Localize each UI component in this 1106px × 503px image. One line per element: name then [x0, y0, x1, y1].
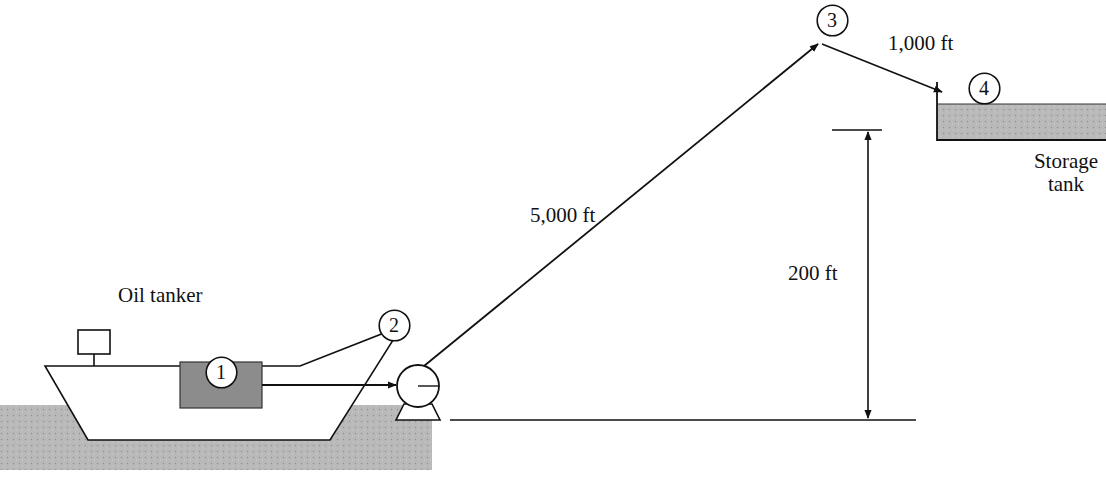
- ship-hull: [45, 326, 402, 440]
- tank-oil: [937, 104, 1106, 140]
- ship-bridge: [78, 330, 110, 354]
- suction-pipe: [262, 384, 396, 386]
- tank-label: Storage tank: [1030, 150, 1102, 196]
- callout-number: 4: [979, 78, 989, 98]
- dimension-line: [832, 129, 882, 131]
- callout-number: 3: [827, 10, 837, 30]
- callout-circle: 1: [205, 356, 238, 389]
- height-label: 200 ft: [788, 262, 838, 285]
- callout-circle: 4: [968, 72, 1001, 105]
- pump: [397, 365, 439, 407]
- datum-line: [450, 419, 916, 421]
- callout-number: 2: [389, 315, 399, 335]
- callout-circle: 3: [816, 4, 849, 37]
- length-label: 1,000 ft: [888, 32, 953, 55]
- rising-pipe: [424, 44, 818, 366]
- dimension-arrow: [867, 132, 869, 418]
- callout-number: 1: [216, 362, 226, 382]
- length-label: 5,000 ft: [530, 204, 595, 227]
- callout-circle: 2: [378, 309, 411, 342]
- storage-tank: [937, 82, 1106, 140]
- ship-label: Oil tanker: [118, 284, 203, 307]
